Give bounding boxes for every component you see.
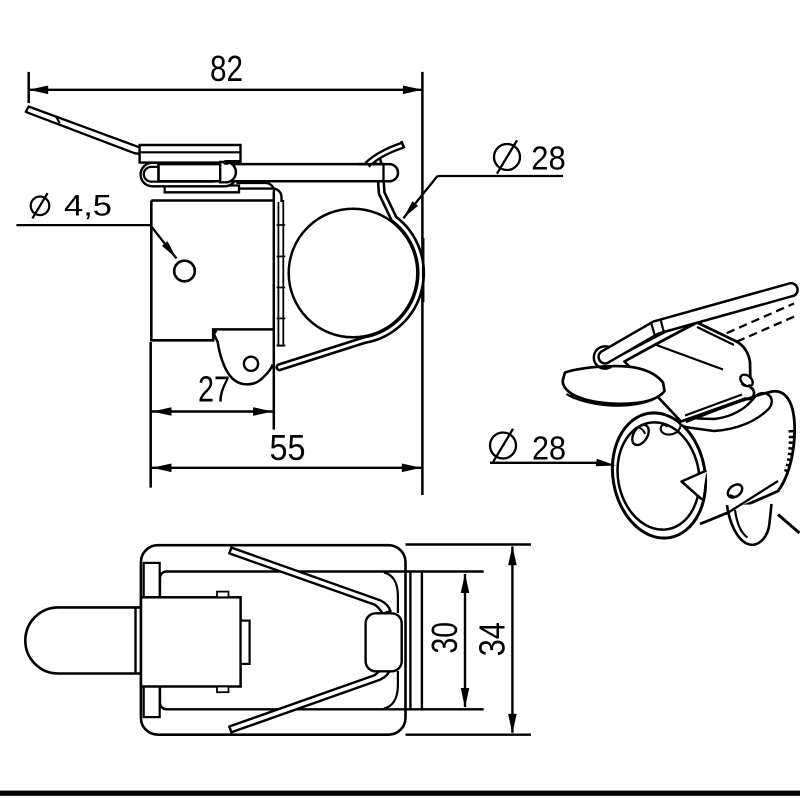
svg-text:30: 30 (424, 622, 465, 654)
svg-text:55: 55 (270, 427, 306, 468)
svg-text:82: 82 (210, 48, 243, 89)
svg-text:28: 28 (532, 430, 566, 467)
svg-text:34: 34 (472, 622, 513, 656)
svg-text:4,5: 4,5 (64, 190, 112, 223)
svg-text:28: 28 (531, 140, 566, 177)
svg-text:27: 27 (198, 369, 230, 410)
